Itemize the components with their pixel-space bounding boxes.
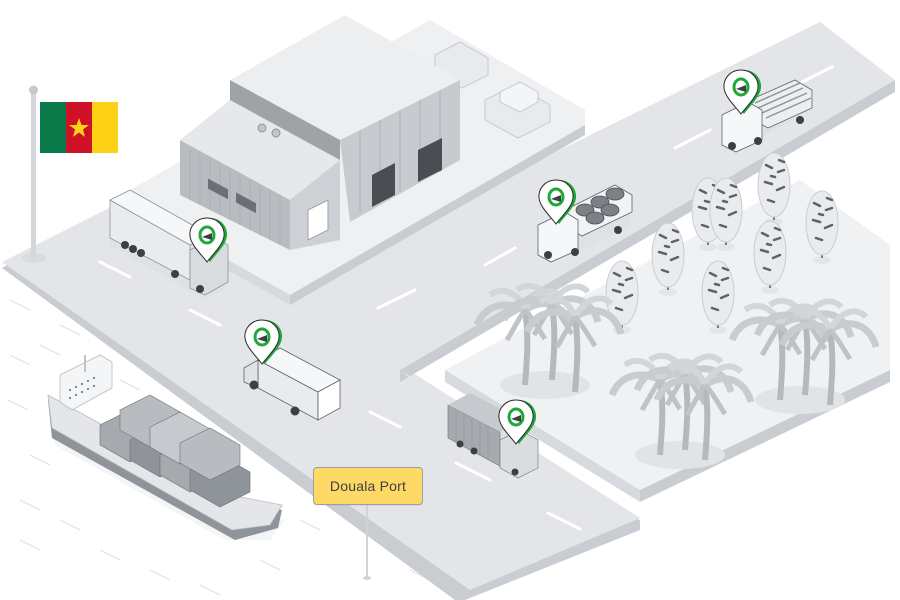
warehouse <box>180 15 460 250</box>
flatbed-truck-logs <box>721 79 813 153</box>
flatbed-truck-tires <box>537 184 633 263</box>
palm-trees <box>477 286 876 469</box>
container-truck <box>447 393 539 479</box>
sign-base <box>363 576 371 580</box>
location-sign: Douala Port <box>313 467 423 505</box>
sign-pole <box>366 505 368 579</box>
container-ship <box>47 354 285 540</box>
box-truck <box>243 347 341 421</box>
cameroon-flag <box>22 85 118 263</box>
